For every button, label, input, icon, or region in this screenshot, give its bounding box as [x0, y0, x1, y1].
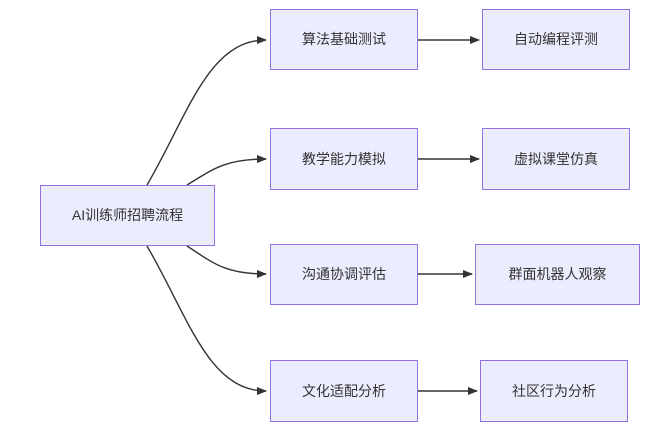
node-root-label: AI训练师招聘流程: [71, 207, 184, 224]
node-stage-algorithm-test: 算法基础测试: [270, 9, 418, 70]
node-stage-label: 文化适配分析: [302, 382, 386, 399]
node-root: AI训练师招聘流程: [40, 185, 215, 246]
node-method-virtual-classroom: 虚拟课堂仿真: [482, 128, 630, 190]
node-stage-culture-fit-analysis: 文化适配分析: [270, 360, 418, 422]
node-method-label: 自动编程评测: [514, 31, 598, 48]
node-stage-label: 教学能力模拟: [302, 150, 386, 167]
node-method-group-interview-robot: 群面机器人观察: [475, 244, 640, 305]
node-stage-communication-evaluation: 沟通协调评估: [270, 244, 418, 305]
node-method-label: 社区行为分析: [512, 382, 596, 399]
node-method-auto-coding-evaluation: 自动编程评测: [482, 9, 630, 70]
node-method-label: 虚拟课堂仿真: [514, 150, 598, 167]
node-method-community-behavior: 社区行为分析: [480, 360, 628, 422]
node-stage-label: 沟通协调评估: [302, 266, 386, 283]
node-method-label: 群面机器人观察: [508, 266, 607, 283]
edge-root-to-stage-3: [186, 245, 267, 278]
edge-root-to-stage-4: [146, 245, 267, 395]
edge-root-to-stage-1: [146, 36, 267, 186]
node-stage-teaching-simulation: 教学能力模拟: [270, 128, 418, 190]
node-stage-label: 算法基础测试: [302, 31, 386, 48]
edge-root-to-stage-2: [186, 155, 267, 186]
